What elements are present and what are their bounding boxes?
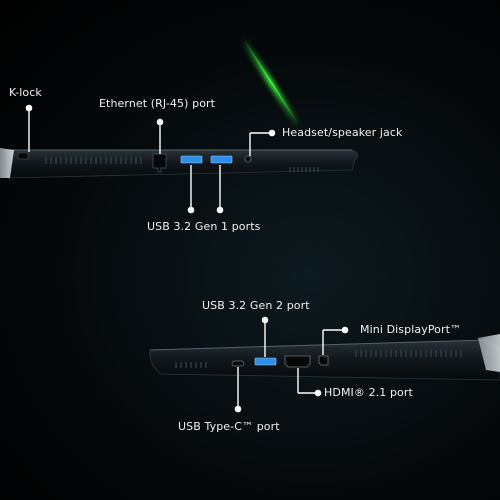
headset-label: Headset/speaker jack <box>282 126 403 139</box>
usb-c-label: USB Type-C™ port <box>178 420 280 433</box>
usb-gen1-port-2 <box>210 155 233 164</box>
vent-grille-bottom-right <box>355 350 462 357</box>
usb-gen2-label: USB 3.2 Gen 2 port <box>202 299 310 312</box>
audio-jack <box>244 155 252 163</box>
pointers-bottom <box>234 316 349 413</box>
mini-displayport <box>318 355 329 366</box>
vent-grille-left <box>45 157 142 164</box>
k-lock-label: K-lock <box>9 86 42 99</box>
k-lock-slot <box>17 152 29 160</box>
mini-dp-label: Mini DisplayPort™ <box>360 323 462 336</box>
laptop-right-side <box>149 334 500 381</box>
usb-gen1-label: USB 3.2 Gen 1 ports <box>147 220 261 233</box>
hdmi-port <box>284 355 311 368</box>
usb-gen2-port <box>254 357 277 366</box>
laptop-left-side <box>0 148 359 179</box>
hdmi-label: HDMI® 2.1 port <box>324 386 413 399</box>
vent-grille-bottom-left <box>175 362 207 368</box>
pointers-top <box>25 104 276 214</box>
ethernet-label: Ethernet (RJ-45) port <box>99 97 216 110</box>
usb-gen1-port-1 <box>180 155 203 164</box>
ethernet-port <box>152 153 167 173</box>
green-glow-core <box>243 39 299 125</box>
vent-grille-right <box>289 167 319 172</box>
usb-c-port <box>231 360 245 367</box>
